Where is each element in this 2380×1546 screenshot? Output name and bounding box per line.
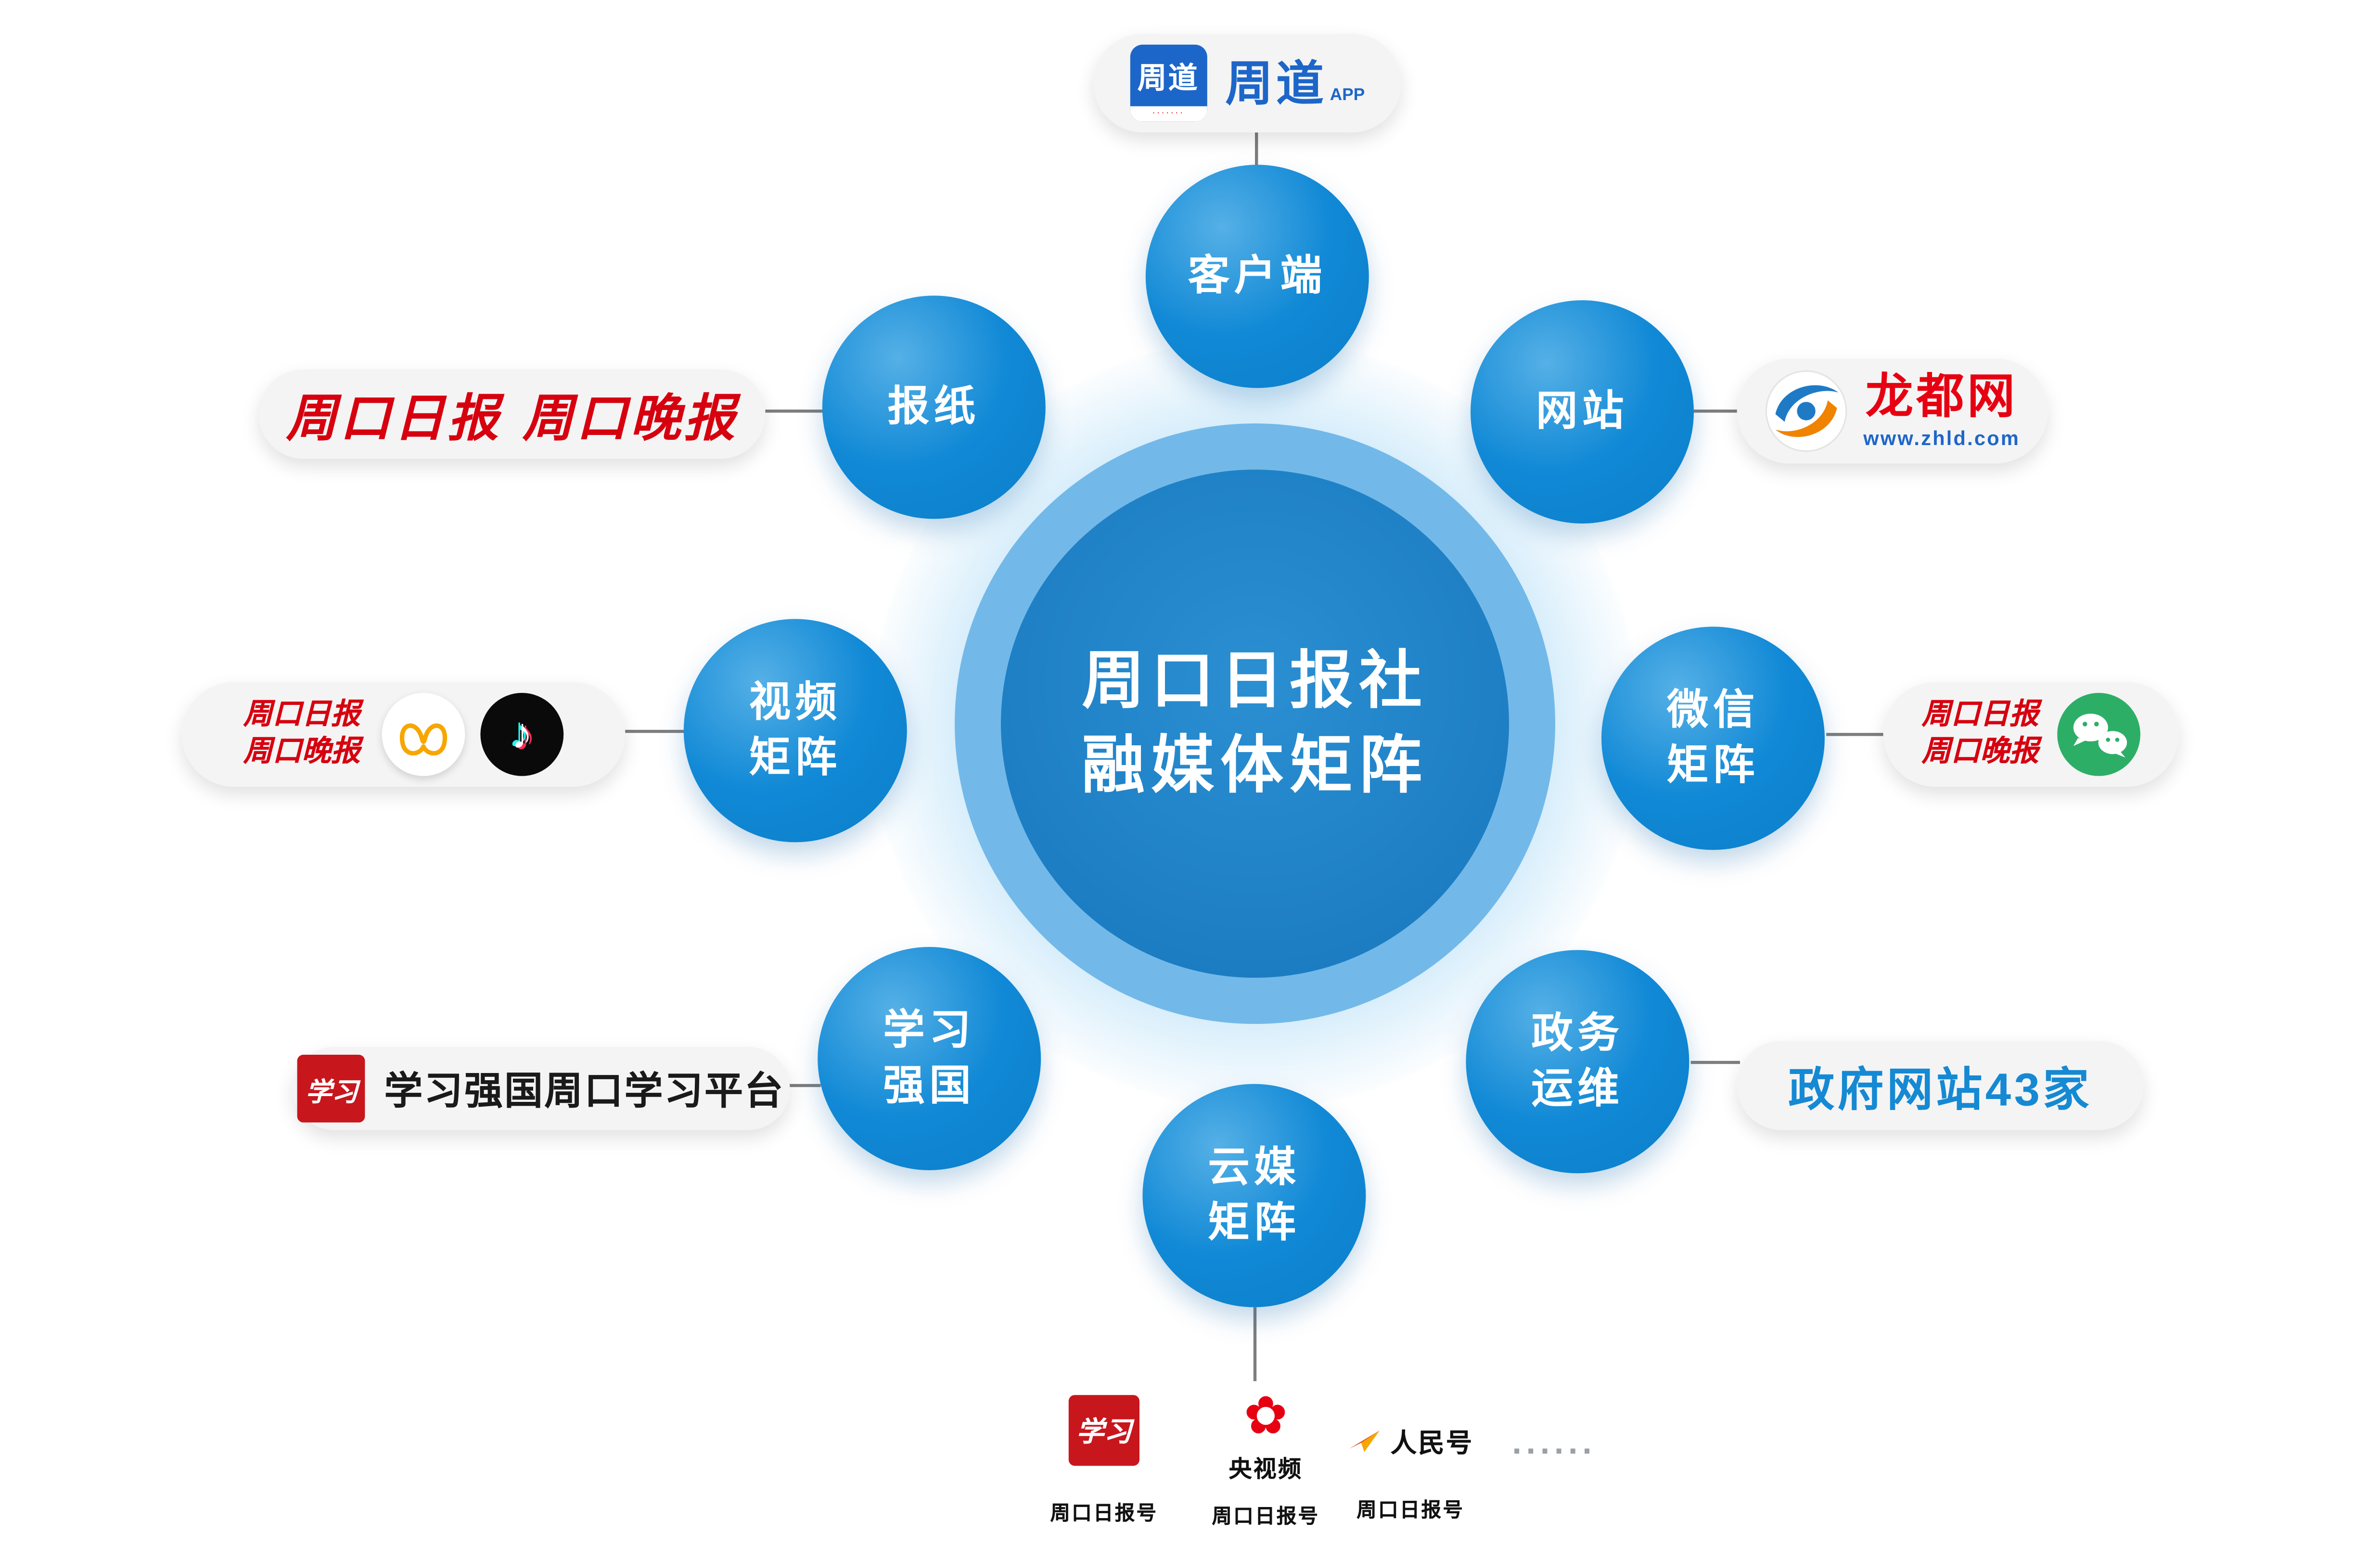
zhoudao-logo-text: 周道 xyxy=(1137,62,1199,95)
node-client: 客户端 xyxy=(1145,165,1369,388)
gov-sites-text: 政府网站43家 xyxy=(1788,1065,2092,1116)
node-wechat-matrix: 微信 矩阵 xyxy=(1601,626,1825,850)
connector-cloud xyxy=(1253,1307,1257,1381)
xuexi-platform-callout: 学习 学习强国周口学习平台 xyxy=(293,1047,790,1130)
longdu-site-name: 龙都网 xyxy=(1865,370,2018,424)
tiktok-icon: ♪ xyxy=(480,693,564,776)
node-gov-line2: 运维 xyxy=(1531,1064,1624,1111)
node-gov-ops: 政务 运维 xyxy=(1466,950,1689,1174)
video-accounts-callout: 周口日报 周口晚报 ♪ xyxy=(181,682,626,787)
node-cloud-matrix: 云媒 矩阵 xyxy=(1142,1084,1366,1307)
bottom-item-renminhao: 人民号 周口日报号 xyxy=(1337,1391,1484,1523)
connector-client xyxy=(1255,132,1258,169)
center-title-line2: 融媒体矩阵 xyxy=(1082,729,1428,801)
connector-gov xyxy=(1690,1060,1740,1064)
node-cloud-line2: 矩阵 xyxy=(1208,1199,1301,1245)
zhoudao-app-callout: 周道 ······· 周道 APP xyxy=(1093,34,1401,133)
video-accounts-text: 周口日报 周口晚报 xyxy=(243,698,360,771)
node-video-line1: 视频 xyxy=(749,679,842,726)
wechat-accounts-text: 周口日报 周口晚报 xyxy=(1922,698,2039,771)
node-video-matrix: 视频 矩阵 xyxy=(683,619,907,843)
video-accounts-line2: 周口晚报 xyxy=(243,734,360,768)
zhoudao-app-icon: 周道 ······· xyxy=(1129,44,1207,122)
zhoudao-name: 周道 APP xyxy=(1225,59,1365,107)
xuexi-bottom-logo-icon: 学习 xyxy=(1068,1395,1139,1466)
node-xuexi-line2: 强国 xyxy=(883,1061,976,1108)
longdu-logo-icon xyxy=(1766,370,1847,452)
bottom-item-xuexi: 学习 周口日报号 xyxy=(1042,1395,1165,1526)
node-xuexi-line1: 学习 xyxy=(883,1008,976,1054)
connector-video xyxy=(625,729,685,733)
wechat-icon xyxy=(2057,693,2140,776)
node-video-line2: 矩阵 xyxy=(749,733,842,780)
xuexi-bottom-logo-text: 学习 xyxy=(1076,1417,1132,1449)
renminhao-logo-icon xyxy=(1349,1430,1380,1451)
xuexi-logo-icon: 学习 xyxy=(298,1055,366,1123)
connector-paper xyxy=(765,409,824,413)
connector-website xyxy=(1694,409,1740,413)
node-website: 网站 xyxy=(1471,300,1694,524)
node-paper: 报纸 xyxy=(822,295,1046,519)
node-client-label: 客户端 xyxy=(1188,252,1327,299)
xuexi-logo-text: 学习 xyxy=(306,1077,358,1108)
node-cloud-line1: 云媒 xyxy=(1208,1144,1301,1191)
gov-sites-callout: 政府网站43家 xyxy=(1737,1041,2144,1130)
zhoudao-app-suffix: APP xyxy=(1330,85,1365,104)
renminhao-name: 人民号 xyxy=(1390,1429,1474,1458)
bottom-row-ellipsis: ...... xyxy=(1512,1422,1597,1461)
node-website-label: 网站 xyxy=(1536,388,1628,434)
yangshipin-logo-icon: ✿ xyxy=(1243,1387,1288,1446)
newspapers-text: 周口日报 周口晚报 xyxy=(286,388,738,448)
longdu-website-callout: 龙都网 www.zhld.com xyxy=(1737,358,2048,464)
wechat-accounts-line1: 周口日报 xyxy=(1921,698,2039,732)
newspapers-callout: 周口日报 周口晚报 xyxy=(258,370,766,459)
node-xuexi: 学习 强国 xyxy=(818,947,1041,1170)
node-paper-label: 报纸 xyxy=(887,383,980,430)
yangshipin-name: 央视频 xyxy=(1228,1457,1303,1483)
connector-wechat xyxy=(1826,733,1885,736)
longdu-text-block: 龙都网 www.zhld.com xyxy=(1863,371,2020,450)
center-title-line1: 周口日报社 xyxy=(1082,644,1428,716)
yangshipin-caption: 周口日报号 xyxy=(1212,1504,1320,1528)
zhoudao-tagline-dots: ······· xyxy=(1152,109,1185,119)
zhoudao-name-text: 周道 xyxy=(1225,56,1327,110)
wechat-accounts-callout: 周口日报 周口晚报 xyxy=(1883,682,2179,787)
node-wechat-line1: 微信 xyxy=(1667,687,1759,734)
wechat-accounts-line2: 周口晚报 xyxy=(1921,734,2039,768)
renminhao-caption: 周口日报号 xyxy=(1356,1498,1465,1521)
zhoudao-logo-tagline: ······· xyxy=(1129,106,1207,122)
renminhao-row: 人民号 xyxy=(1347,1421,1473,1460)
node-wechat-line2: 矩阵 xyxy=(1667,741,1759,788)
node-gov-line1: 政务 xyxy=(1531,1010,1624,1057)
xuexi-bottom-caption: 周口日报号 xyxy=(1050,1501,1158,1524)
butterfly-icon xyxy=(382,693,465,776)
bottom-item-yangshipin: ✿ 央视频 周口日报号 xyxy=(1201,1391,1331,1529)
video-accounts-line1: 周口日报 xyxy=(243,698,360,732)
longdu-site-url: www.zhld.com xyxy=(1863,427,2021,450)
xuexi-platform-text: 学习强国周口学习平台 xyxy=(384,1070,785,1113)
center-node: 周口日报社 融媒体矩阵 xyxy=(1001,470,1509,978)
connector-xuexi xyxy=(787,1084,821,1087)
